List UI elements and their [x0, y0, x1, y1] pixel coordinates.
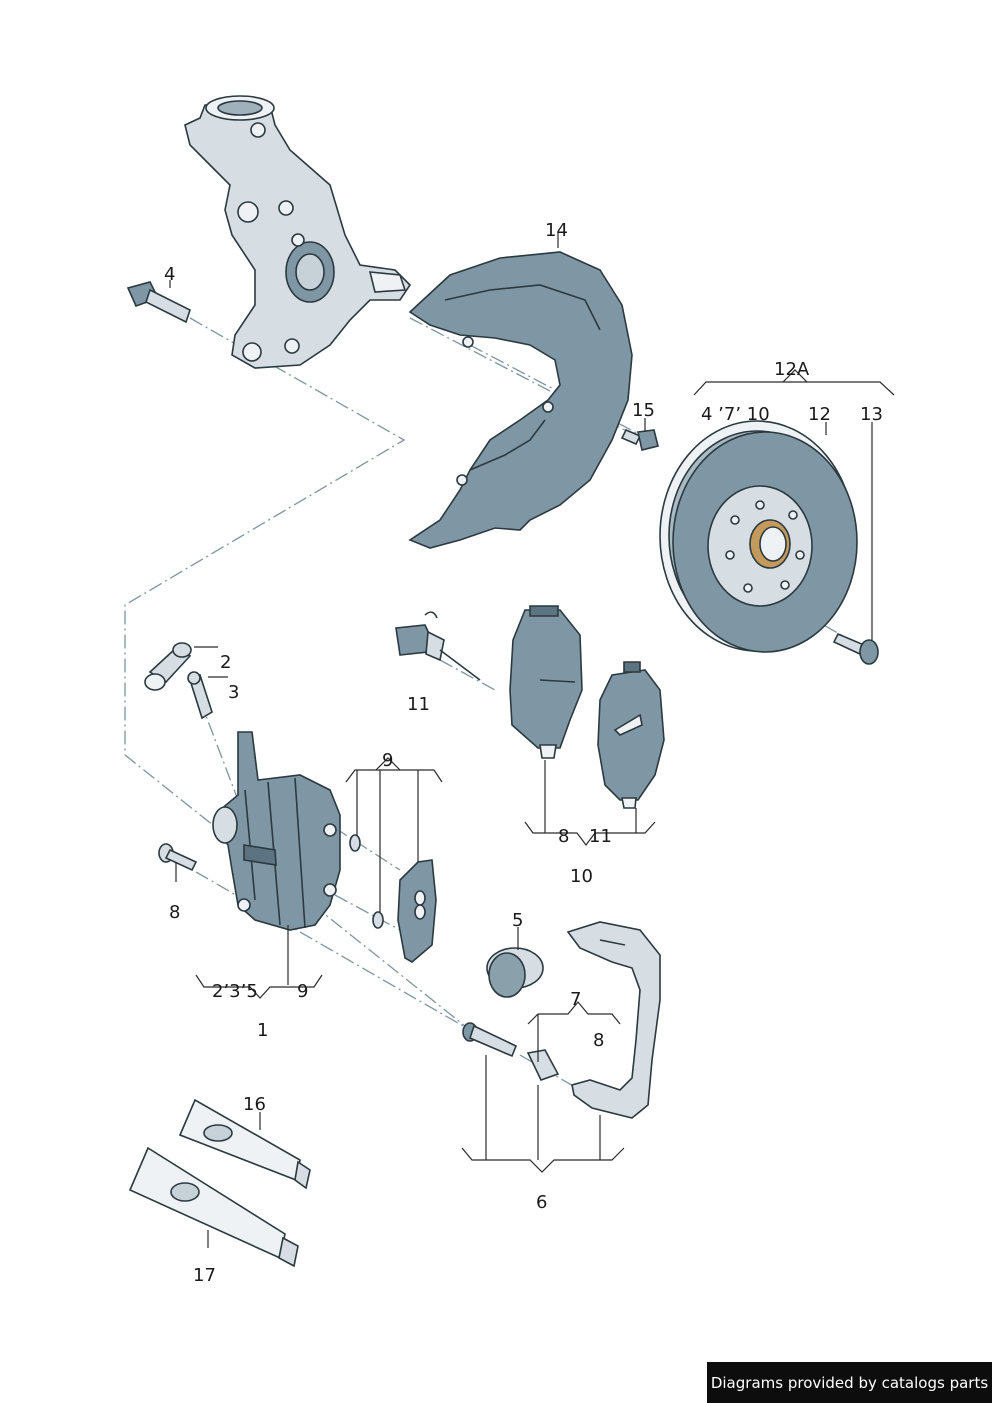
callout-4-7-10: 4 ’7’ 10 — [701, 404, 770, 425]
grease-tube-16 — [178, 1098, 311, 1190]
callout-14: 14 — [545, 220, 568, 241]
guide-bolt — [462, 1022, 518, 1058]
brake-caliper — [212, 731, 341, 931]
bolt-4 — [126, 281, 191, 324]
callout-9-bottom: 9 — [297, 981, 308, 1002]
steering-knuckle — [184, 95, 412, 369]
callout-7: 7 — [570, 989, 581, 1010]
bushing-lower — [372, 911, 384, 929]
screw-13 — [832, 632, 879, 665]
brake-disc — [659, 420, 858, 653]
wear-sensor — [395, 611, 481, 681]
dust-cap — [486, 947, 544, 998]
callout-16: 16 — [243, 1094, 266, 1115]
callout-12a: 12A — [774, 359, 810, 380]
callout-4-bolt: 4 — [164, 264, 175, 285]
callout-11-sensor: 11 — [407, 694, 430, 715]
callout-11-pad: 11 — [589, 826, 612, 847]
callout-5: 5 — [512, 910, 523, 931]
bolt-8 — [158, 843, 198, 872]
leader-lines — [169, 232, 895, 1248]
bleeder-screw-2 — [144, 642, 192, 691]
bolt-15 — [620, 428, 659, 451]
callout-15: 15 — [632, 400, 655, 421]
callout-13: 13 — [860, 404, 883, 425]
brake-pad-inner — [509, 605, 583, 759]
catalog-credit-banner: Diagrams provided by catalogs parts — [707, 1362, 992, 1403]
caliper-plate — [397, 859, 437, 963]
guide-sleeve — [526, 1049, 560, 1081]
bushing-upper — [349, 834, 361, 852]
bleeder-valve-3 — [187, 671, 213, 720]
callout-17: 17 — [193, 1265, 216, 1286]
callout-8-pad: 8 — [558, 826, 569, 847]
callout-1: 1 — [257, 1020, 268, 1041]
grease-tube-17 — [128, 1146, 299, 1268]
callout-6: 6 — [536, 1192, 547, 1213]
brake-dust-shield — [408, 251, 633, 549]
callout-8-bracket: 8 — [593, 1030, 604, 1051]
callout-12: 12 — [808, 404, 831, 425]
callout-9-top: 9 — [382, 750, 393, 771]
callout-3: 3 — [228, 682, 239, 703]
caliper-bracket — [566, 921, 661, 1119]
brake-pad-outer — [597, 661, 665, 809]
callout-2: 2 — [220, 652, 231, 673]
callout-2-3-5: 2’3’5 — [212, 981, 258, 1002]
callout-10: 10 — [570, 866, 593, 887]
callout-8-bolt: 8 — [169, 902, 180, 923]
callout-labels: 14 4 12A 15 4 ’7’ 10 12 13 2 3 11 9 8 11… — [164, 220, 883, 1286]
